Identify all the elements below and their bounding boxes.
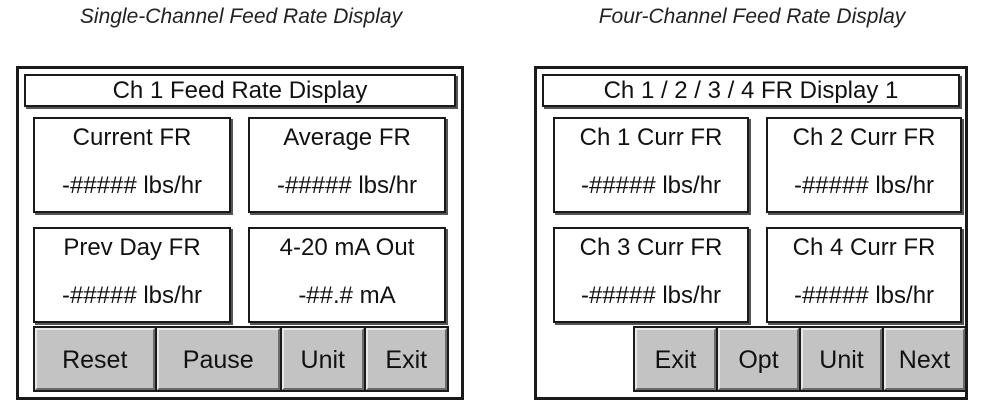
unit-button[interactable]: Unit: [801, 328, 882, 390]
ch3-curr-fr-value: -##### lbs/hr: [580, 282, 722, 309]
opt-button[interactable]: Opt: [718, 328, 799, 390]
average-fr-cell: Average FR -##### lbs/hr: [248, 117, 446, 213]
current-fr-label: Current FR: [72, 124, 192, 151]
reset-button[interactable]: Reset: [35, 328, 155, 390]
ch3-curr-fr-cell: Ch 3 Curr FR -##### lbs/hr: [553, 227, 749, 323]
four-channel-panel: Ch 1 / 2 / 3 / 4 FR Display 1 Ch 1 Curr …: [534, 66, 968, 400]
single-channel-panel: Ch 1 Feed Rate Display Current FR -#####…: [16, 66, 464, 400]
ch2-curr-fr-label: Ch 2 Curr FR: [792, 124, 936, 151]
ch1-curr-fr-cell: Ch 1 Curr FR -##### lbs/hr: [553, 117, 749, 213]
ch2-curr-fr-cell: Ch 2 Curr FR -##### lbs/hr: [766, 117, 962, 213]
ma-out-value: -##.# mA: [298, 282, 396, 309]
ch3-curr-fr-label: Ch 3 Curr FR: [579, 234, 723, 261]
ch2-curr-fr-value: -##### lbs/hr: [793, 172, 935, 199]
single-button-bar: Reset Pause Unit Exit: [33, 326, 449, 392]
pause-button[interactable]: Pause: [156, 328, 280, 390]
average-fr-label: Average FR: [283, 124, 411, 151]
ch1-curr-fr-label: Ch 1 Curr FR: [579, 124, 723, 151]
single-channel-title: Ch 1 Feed Rate Display: [24, 74, 456, 107]
current-fr-value: -##### lbs/hr: [61, 172, 203, 199]
exit-button[interactable]: Exit: [365, 328, 447, 390]
next-button[interactable]: Next: [884, 328, 965, 390]
average-fr-value: -##### lbs/hr: [276, 172, 418, 199]
four-button-bar: Exit Opt Unit Next: [633, 326, 967, 392]
four-channel-caption: Four-Channel Feed Rate Display: [598, 5, 906, 28]
ma-out-label: 4-20 mA Out: [279, 234, 415, 261]
unit-button[interactable]: Unit: [282, 328, 364, 390]
current-fr-cell: Current FR -##### lbs/hr: [33, 117, 231, 213]
four-channel-title: Ch 1 / 2 / 3 / 4 FR Display 1: [542, 74, 960, 107]
prev-day-fr-cell: Prev Day FR -##### lbs/hr: [33, 227, 231, 323]
exit-button[interactable]: Exit: [635, 328, 716, 390]
ch4-curr-fr-cell: Ch 4 Curr FR -##### lbs/hr: [766, 227, 962, 323]
ma-out-cell: 4-20 mA Out -##.# mA: [248, 227, 446, 323]
ch4-curr-fr-value: -##### lbs/hr: [793, 282, 935, 309]
ch4-curr-fr-label: Ch 4 Curr FR: [792, 234, 936, 261]
prev-day-fr-value: -##### lbs/hr: [61, 282, 203, 309]
ch1-curr-fr-value: -##### lbs/hr: [580, 172, 722, 199]
prev-day-fr-label: Prev Day FR: [63, 234, 201, 261]
single-channel-caption: Single-Channel Feed Rate Display: [79, 5, 403, 28]
